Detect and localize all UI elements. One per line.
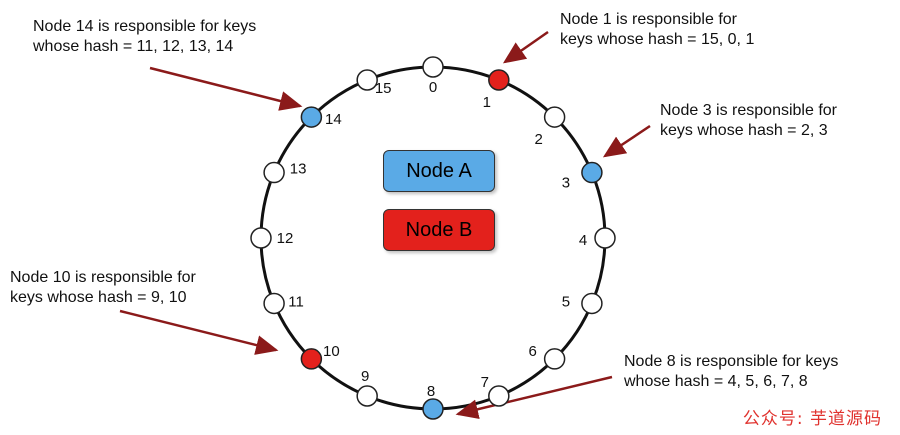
caption-node-14-line2: whose hash = 11, 12, 13, 14 [33,38,234,55]
caption-arrows [119,30,651,420]
caption-node-3-line1: Node 3 is responsible for [660,102,837,119]
ring-position-label-8: 8 [427,383,435,400]
ring-position-label-14: 14 [325,111,342,128]
caption-node-10: Node 10 is responsible for keys whose ha… [10,268,196,308]
caption-node-10-line1: Node 10 is responsible for [10,269,196,286]
ring-position-label-13: 13 [290,161,307,178]
caption-node-8-line1: Node 8 is responsible for keys [624,353,839,370]
legend-node-a: Node A [383,150,495,192]
watermark: 公众号: 芋道源码 [742,409,882,429]
ring-position-14 [300,106,323,128]
ring-position-label-10: 10 [323,343,340,360]
caption-node-3-line2: keys whose hash = 2, 3 [660,122,828,139]
ring-position-13 [263,161,285,184]
legend-node-b: Node B [383,209,495,251]
caption-node-14: Node 14 is responsible for keys whose ha… [33,17,256,57]
ring-position-label-11: 11 [288,293,304,310]
ring-position-15 [356,69,378,91]
arrow-node-8 [455,375,613,420]
arrow-node-14 [149,66,303,111]
ring-position-4 [594,227,616,249]
caption-node-10-line2: keys whose hash = 9, 10 [10,289,187,306]
ring-position-10 [300,348,323,370]
legend-node-b-label: Node B [405,218,473,241]
ring-position-1 [488,69,510,91]
ring-position-9 [356,385,378,407]
arrow-node-1 [502,30,549,64]
ring-position-label-4: 4 [579,232,587,249]
ring-position-11 [263,292,285,315]
ring-position-7 [488,385,510,407]
ring-position-label-1: 1 [483,94,491,111]
ring-position-label-15: 15 [375,80,392,97]
ring-position-0 [422,56,444,78]
caption-node-3: Node 3 is responsible for keys whose has… [660,101,837,141]
ring-position-label-5: 5 [562,293,570,310]
ring-position-12 [250,227,272,249]
caption-node-1-line2: keys whose hash = 15, 0, 1 [560,31,755,48]
ring-position-label-6: 6 [528,343,536,360]
ring-position-label-9: 9 [361,368,369,385]
ring-position-label-3: 3 [562,175,570,192]
arrow-node-10 [119,309,279,355]
caption-node-8-line2: whose hash = 4, 5, 6, 7, 8 [624,373,808,390]
caption-node-1-line1: Node 1 is responsible for [560,11,737,28]
ring-position-6 [543,348,566,370]
ring-position-3 [581,161,603,184]
ring-position-label-7: 7 [481,374,489,391]
ring-position-label-0: 0 [429,79,437,96]
ring-position-5 [581,292,603,315]
arrow-node-3 [602,124,651,158]
ring-position-8 [422,398,444,420]
ring-position-label-2: 2 [534,131,542,148]
legend-node-a-label: Node A [406,159,472,182]
caption-node-1: Node 1 is responsible for keys whose has… [560,10,754,50]
caption-node-14-line1: Node 14 is responsible for keys [33,18,257,35]
ring-position-2 [543,106,566,128]
ring-position-label-12: 12 [277,230,294,247]
caption-node-8: Node 8 is responsible for keys whose has… [624,352,838,392]
